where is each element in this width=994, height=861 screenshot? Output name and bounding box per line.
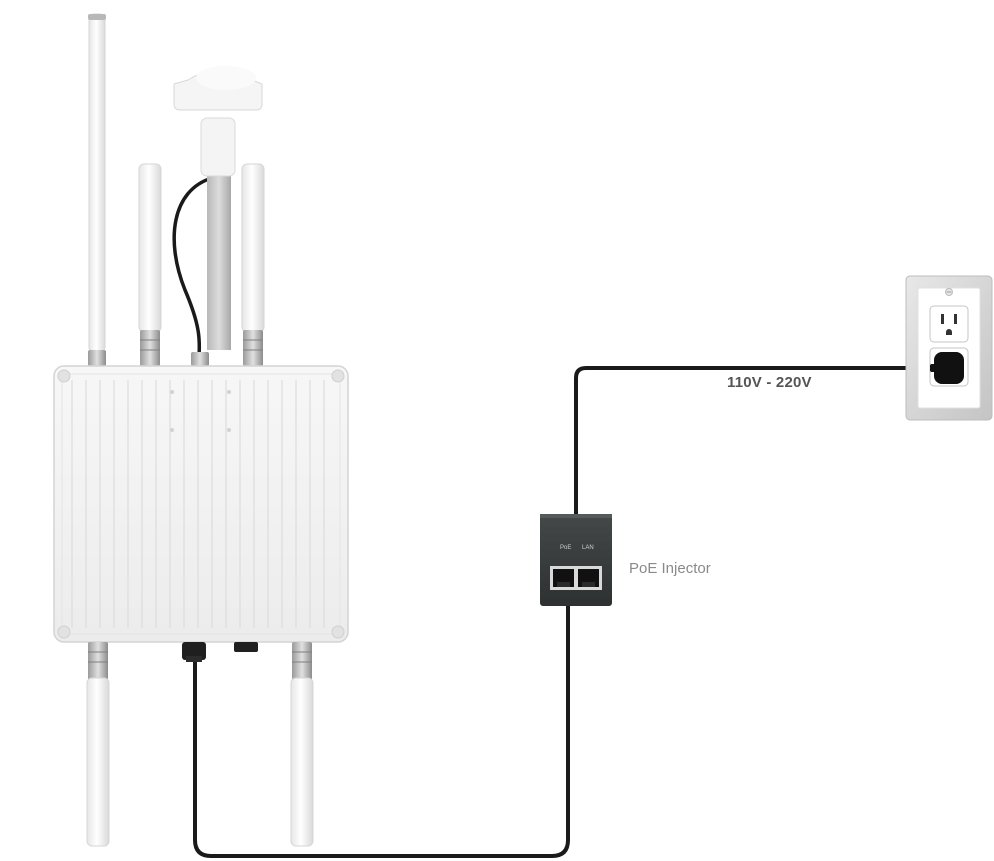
lan-port <box>578 569 599 587</box>
poe-injector-label: PoE Injector <box>629 560 711 577</box>
poe-port <box>553 569 574 587</box>
gps-antenna-icon <box>173 66 263 366</box>
antenna-short-right <box>241 163 265 366</box>
power-cable <box>574 366 952 518</box>
antenna-short-left <box>138 163 162 366</box>
voltage-label: 110V - 220V <box>727 374 812 391</box>
cables <box>172 176 952 858</box>
poe-injector-icon: PoE LAN <box>540 514 612 606</box>
antenna-bottom-right <box>290 642 314 847</box>
ethernet-cable <box>193 584 570 858</box>
lan-port-label: LAN <box>582 545 594 551</box>
device-enclosure <box>53 365 349 643</box>
antenna-tall-left <box>88 13 106 366</box>
power-gland <box>234 642 258 652</box>
power-plug-icon <box>930 352 964 384</box>
ethernet-gland <box>182 642 206 662</box>
poe-port-label: PoE <box>560 545 571 551</box>
gps-cable <box>172 176 214 358</box>
antenna-bottom-left <box>86 642 110 847</box>
outdoor-access-point-icon <box>53 13 349 847</box>
wall-outlet-icon <box>905 275 993 421</box>
